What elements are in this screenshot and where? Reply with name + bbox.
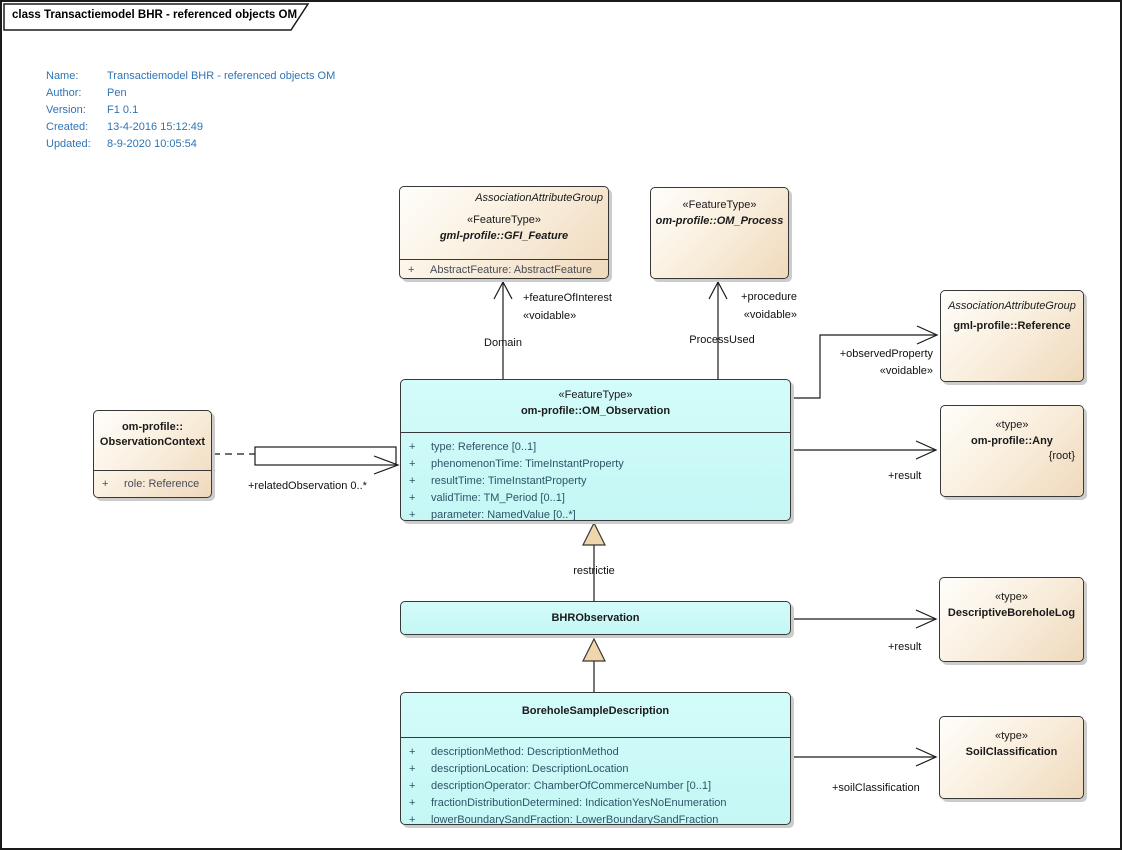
name-label-domain: Domain <box>484 337 522 349</box>
class-name: om-profile::OM_Observation <box>520 405 671 417</box>
class-om-process[interactable]: «FeatureType» om-profile::OM_Process <box>650 187 789 279</box>
class-group-label: AssociationAttributeGroup <box>475 192 603 204</box>
class-stereotype: «FeatureType» <box>467 214 541 226</box>
stereotype-label-feature-of-interest: «voidable» <box>523 310 577 322</box>
role-label-result-any: +result <box>888 470 922 482</box>
class-name: BHRObservation <box>551 611 640 624</box>
class-name-line2: ObservationContext <box>99 436 206 448</box>
class-om-observation[interactable]: «FeatureType» om-profile::OM_Observation… <box>400 379 791 521</box>
role-label-procedure: +procedure <box>741 291 797 303</box>
attribute-row: + resultTime: TimeInstantProperty <box>409 475 587 487</box>
attribute-row: + parameter: NamedValue [0..*] <box>409 509 576 521</box>
connector-sample-generalization[interactable] <box>582 637 606 692</box>
attribute-row: + AbstractFeature: AbstractFeature <box>408 264 593 276</box>
stereotype-label-observed-property: «voidable» <box>879 365 933 377</box>
attribute-row: + lowerBoundarySandFraction: LowerBounda… <box>409 814 719 825</box>
diagram-title: class Transactiemodel BHR - referenced o… <box>12 9 298 21</box>
class-name: gml-profile::GFI_Feature <box>439 230 569 242</box>
role-label-result-log: +result <box>888 641 922 653</box>
class-descriptive-borehole-log[interactable]: «type» DescriptiveBoreholeLog <box>939 577 1084 662</box>
class-constraint: {root} <box>1048 450 1075 462</box>
metadata-row-name: Name: Transactiemodel BHR - referenced o… <box>46 70 336 82</box>
connector-restriction-generalization[interactable] <box>582 521 606 601</box>
class-name: BoreholeSampleDescription <box>521 705 670 717</box>
name-label-process-used: ProcessUsed <box>689 334 755 346</box>
attribute-row: + descriptionLocation: DescriptionLocati… <box>409 763 629 775</box>
role-label-observed-property: +observedProperty <box>839 348 933 360</box>
class-reference[interactable]: AssociationAttributeGroup gml-profile::R… <box>940 290 1084 382</box>
class-stereotype: «FeatureType» <box>558 389 633 401</box>
class-stereotype: «FeatureType» <box>682 199 757 211</box>
class-name: SoilClassification <box>965 746 1058 758</box>
connector-observed-property[interactable] <box>791 325 939 399</box>
class-borehole-sample-description[interactable]: BoreholeSampleDescription + descriptionM… <box>400 692 791 825</box>
attribute-row: + fractionDistributionDetermined: Indica… <box>409 797 727 809</box>
metadata-row-author: Author: Pen <box>46 87 127 99</box>
class-gfi-feature[interactable]: AssociationAttributeGroup «FeatureType» … <box>399 186 609 279</box>
class-any[interactable]: «type» om-profile::Any {root} <box>940 405 1084 497</box>
class-name-line1: om-profile:: <box>121 421 184 433</box>
class-stereotype: «type» <box>995 419 1029 431</box>
class-stereotype: «type» <box>994 591 1029 603</box>
class-name: om-profile::Any <box>971 435 1053 447</box>
class-name: om-profile::OM_Process <box>655 215 784 227</box>
metadata-row-updated: Updated: 8-9-2020 10:05:54 <box>46 138 197 150</box>
attribute-row: + phenomenonTime: TimeInstantProperty <box>409 458 624 470</box>
class-observation-context[interactable]: om-profile:: ObservationContext + role: … <box>93 410 212 498</box>
connector-result-any[interactable] <box>791 440 938 460</box>
connector-procedure[interactable] <box>708 280 728 379</box>
class-bhr-observation[interactable]: BHRObservation <box>400 601 791 635</box>
attribute-row: + descriptionMethod: DescriptionMethod <box>409 746 619 758</box>
role-label-related-observation: +relatedObservation 0..* <box>248 480 367 492</box>
attribute-row: + descriptionOperator: ChamberOfCommerce… <box>409 780 711 792</box>
diagram-metadata: Name: Transactiemodel BHR - referenced o… <box>46 68 335 153</box>
class-soil-classification[interactable]: «type» SoilClassification <box>939 716 1084 799</box>
class-name: DescriptiveBoreholeLog <box>947 607 1076 619</box>
role-label-soil-classification: +soilClassification <box>832 782 920 794</box>
metadata-row-created: Created: 13-4-2016 15:12:49 <box>46 121 204 133</box>
connector-soil-classification[interactable] <box>791 747 938 767</box>
metadata-row-version: Version: F1 0.1 <box>46 104 139 116</box>
stereotype-label-procedure: «voidable» <box>743 309 797 321</box>
class-group-label: AssociationAttributeGroup <box>948 300 1076 312</box>
connector-result-log[interactable] <box>791 609 938 629</box>
frame-tab <box>3 3 310 31</box>
attribute-row: + role: Reference <box>102 478 200 490</box>
class-stereotype: «type» <box>994 730 1029 742</box>
connector-related-observation[interactable] <box>213 446 400 475</box>
attribute-row: + type: Reference [0..1] <box>409 441 537 453</box>
attribute-row: + validTime: TM_Period [0..1] <box>409 492 565 504</box>
connector-feature-of-interest[interactable] <box>493 280 513 379</box>
name-label-restrictie: restrictie <box>573 565 615 577</box>
role-label-feature-of-interest: +featureOfInterest <box>523 292 612 304</box>
class-name: gml-profile::Reference <box>953 320 1071 332</box>
